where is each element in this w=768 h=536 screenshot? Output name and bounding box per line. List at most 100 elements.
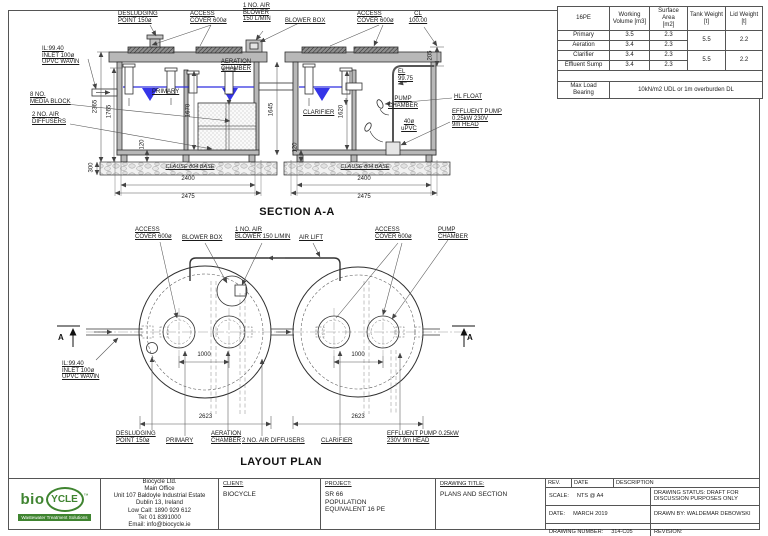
drawing-status-cell: DRAWING STATUS: DRAFT FOR DISCUSSION PUR…	[651, 488, 759, 506]
label-aeration-chamber-section: AERATION CHAMBER	[220, 59, 252, 72]
date-column-label: DATE	[572, 479, 614, 487]
plan-drawing	[57, 239, 475, 436]
dim-leg-height-left: 120	[139, 139, 146, 150]
label-access-cover-right-plan: ACCESS COVER 600ø	[375, 227, 412, 240]
spec-spacer	[557, 70, 763, 82]
company-address: Biocycle Ltd. Main Office Unit 107 Baldo…	[101, 479, 219, 529]
label-inlet-section: IL:99.40 INLET 100ø UPVC WAVIN	[42, 46, 80, 66]
spec-cell: 2.3	[649, 60, 688, 71]
spec-header-16pe: 16PE	[557, 6, 610, 31]
spec-cell: 3.4	[609, 40, 650, 51]
spec-header-volume: Working Volume [m3]	[609, 6, 650, 31]
rev-column-label: REV.	[546, 479, 572, 487]
spec-row-clarifier: Clarifier 3.4 2.3 5.5 2.2	[557, 50, 763, 71]
spec-cell-tank-weight-top: 5.5	[687, 30, 726, 51]
section-cut-markers	[57, 325, 475, 347]
drawn-by-cell: DRAWN BY: WALDEMAR DEBOWSKI	[651, 506, 759, 524]
logo-bio-text: bio	[20, 491, 45, 508]
spec-cell: 2.3	[649, 50, 688, 61]
dim-tank1-length: 2623	[198, 414, 213, 420]
drawing-number-value: 314-C05	[611, 529, 633, 536]
label-blower-box-section: BLOWER BOX	[285, 18, 326, 24]
label-primary-section: PRIMARY	[152, 89, 180, 95]
dim-tank2-width-outer: 2475	[357, 194, 371, 200]
label-media-block: 8 NO. MEDIA BLOCK	[30, 92, 71, 105]
spec-cell-lid-weight-bottom: 2.2	[725, 50, 763, 71]
spec-cell: 3.4	[609, 50, 650, 61]
spec-cell: Clarifier	[557, 50, 610, 61]
date-value: MARCH 2019	[573, 511, 608, 518]
client-cell: CLIENT: BIOCYCLE	[219, 479, 321, 529]
scale-label: SCALE:	[549, 493, 569, 500]
label-pump-chamber-plan: PUMP CHAMBER	[438, 227, 469, 240]
label-air-diffusers-section: 2 NO. AIR DIFFUSERS	[32, 112, 67, 125]
drawing-number-cell: DRAWING NUMBER: 314-C05	[546, 523, 651, 536]
dim-lid-offset: 205	[427, 50, 434, 61]
spec-cell: 2.3	[649, 40, 688, 51]
description-column-label: DESCRIPTION	[616, 480, 654, 486]
dim-overall-height: 2365	[92, 99, 99, 114]
label-access-cover-left-section: ACCESS COVER 600ø	[190, 11, 227, 24]
revision-cell: REVISION:	[654, 529, 683, 536]
dim-inner-height: 1765	[106, 104, 113, 119]
label-primary-plan: PRIMARY	[166, 438, 194, 444]
revision-header-row: REV. DATE DESCRIPTION	[546, 479, 759, 488]
project-value: SR 66 POPULATION EQUIVALENT 16 PE	[325, 491, 386, 513]
client-value: BIOCYCLE	[223, 491, 256, 498]
label-inlet-plan: IL:99.40 INLET 100ø UPVC WAVIN	[62, 361, 100, 381]
section-marker-a-left: A	[58, 333, 64, 342]
label-clarifier-section: CLARIFIER	[303, 110, 335, 116]
label-effluent-level: EL 99.75	[398, 69, 414, 82]
dim-tank2-length: 2623	[351, 414, 365, 420]
spec-cell-tank-weight-bottom: 5.5	[687, 50, 726, 71]
section-left-tank	[91, 34, 294, 176]
logo-cycle-text: YCLE	[51, 494, 78, 505]
logo-trademark: ™	[83, 492, 89, 499]
client-label: CLIENT:	[223, 481, 244, 487]
drawing-number-label: DRAWING NUMBER:	[549, 529, 604, 536]
date-cell: DATE: MARCH 2019	[546, 505, 651, 524]
spec-header-area: Surface Area [m2]	[649, 6, 688, 31]
project-cell: PROJECT: SR 66 POPULATION EQUIVALENT 16 …	[321, 479, 436, 529]
section-title: SECTION A-A	[259, 206, 335, 218]
drawing-title-label: DRAWING TITLE:	[440, 481, 485, 487]
logo-cycle-ring: YCLE	[45, 487, 84, 512]
spec-spacer-row	[557, 70, 763, 82]
dim-clarifier-height: 1620	[338, 104, 345, 119]
scale-cell: SCALE: NTS @ A4	[546, 488, 651, 506]
spec-row-max-load: Max Load Bearing 10kN/m2 UDL or 1m overb…	[557, 81, 763, 99]
label-aeration-chamber-plan: AERATION CHAMBER	[211, 431, 242, 444]
dim-cover-spacing-right: 1000	[351, 352, 365, 358]
label-effluent-pump-plan: EFFLUENT PUMP 0.25kW 230V 9m HEAD	[387, 431, 459, 444]
logo-tagline: Wastewater Treatment Solutions	[18, 514, 91, 521]
project-label: PROJECT:	[325, 481, 352, 487]
date-label: DATE:	[549, 511, 566, 518]
label-hl-float: HL FLOAT	[454, 94, 483, 100]
label-access-cover-right-section: ACCESS COVER 600ø	[357, 11, 394, 24]
spec-header-lid-weight: Lid Weight [t]	[725, 6, 763, 31]
dim-leg-height-right: 120	[292, 142, 299, 153]
scale-value: NTS @ A4	[576, 493, 604, 500]
dim-tank1-width-inner: 2400	[181, 176, 195, 182]
dim-tank1-width-outer: 2475	[181, 194, 195, 200]
dim-wall-height: 1645	[268, 102, 275, 117]
dim-tank2-width-inner: 2400	[357, 176, 371, 182]
label-access-cover-left-plan: ACCESS COVER 600ø	[135, 227, 172, 240]
label-air-blower-section: 1 NO. AIR BLOWER 150 L/MIN	[243, 3, 271, 23]
label-pump-chamber-section: PUMP CHAMBER	[387, 96, 418, 109]
dim-cover-spacing-left: 1000	[197, 352, 211, 358]
dim-aeration-height: 1670	[185, 103, 192, 118]
spec-max-load-value: 10kN/m2 UDL or 1m overburden DL	[609, 81, 763, 99]
section-leader-lines	[65, 22, 453, 151]
spec-cell-lid-weight-top: 2.2	[725, 30, 763, 51]
label-blower-box-plan: BLOWER BOX	[182, 235, 223, 241]
label-base-right: CLAUSE 804 BASE	[340, 164, 390, 170]
spec-table: 16PE Working Volume [m3] Surface Area [m…	[557, 6, 763, 99]
revision-info-block: REV. DATE DESCRIPTION SCALE: NTS @ A4 DR…	[546, 479, 759, 536]
spec-cell: 3.5	[609, 30, 650, 41]
label-air-lift-plan: AIR LIFT	[299, 235, 324, 241]
spec-cell: Effluent Sump	[557, 60, 610, 71]
label-pump-pipe: 40ø uPVC	[401, 119, 417, 132]
section-dimension-lines	[94, 46, 444, 196]
